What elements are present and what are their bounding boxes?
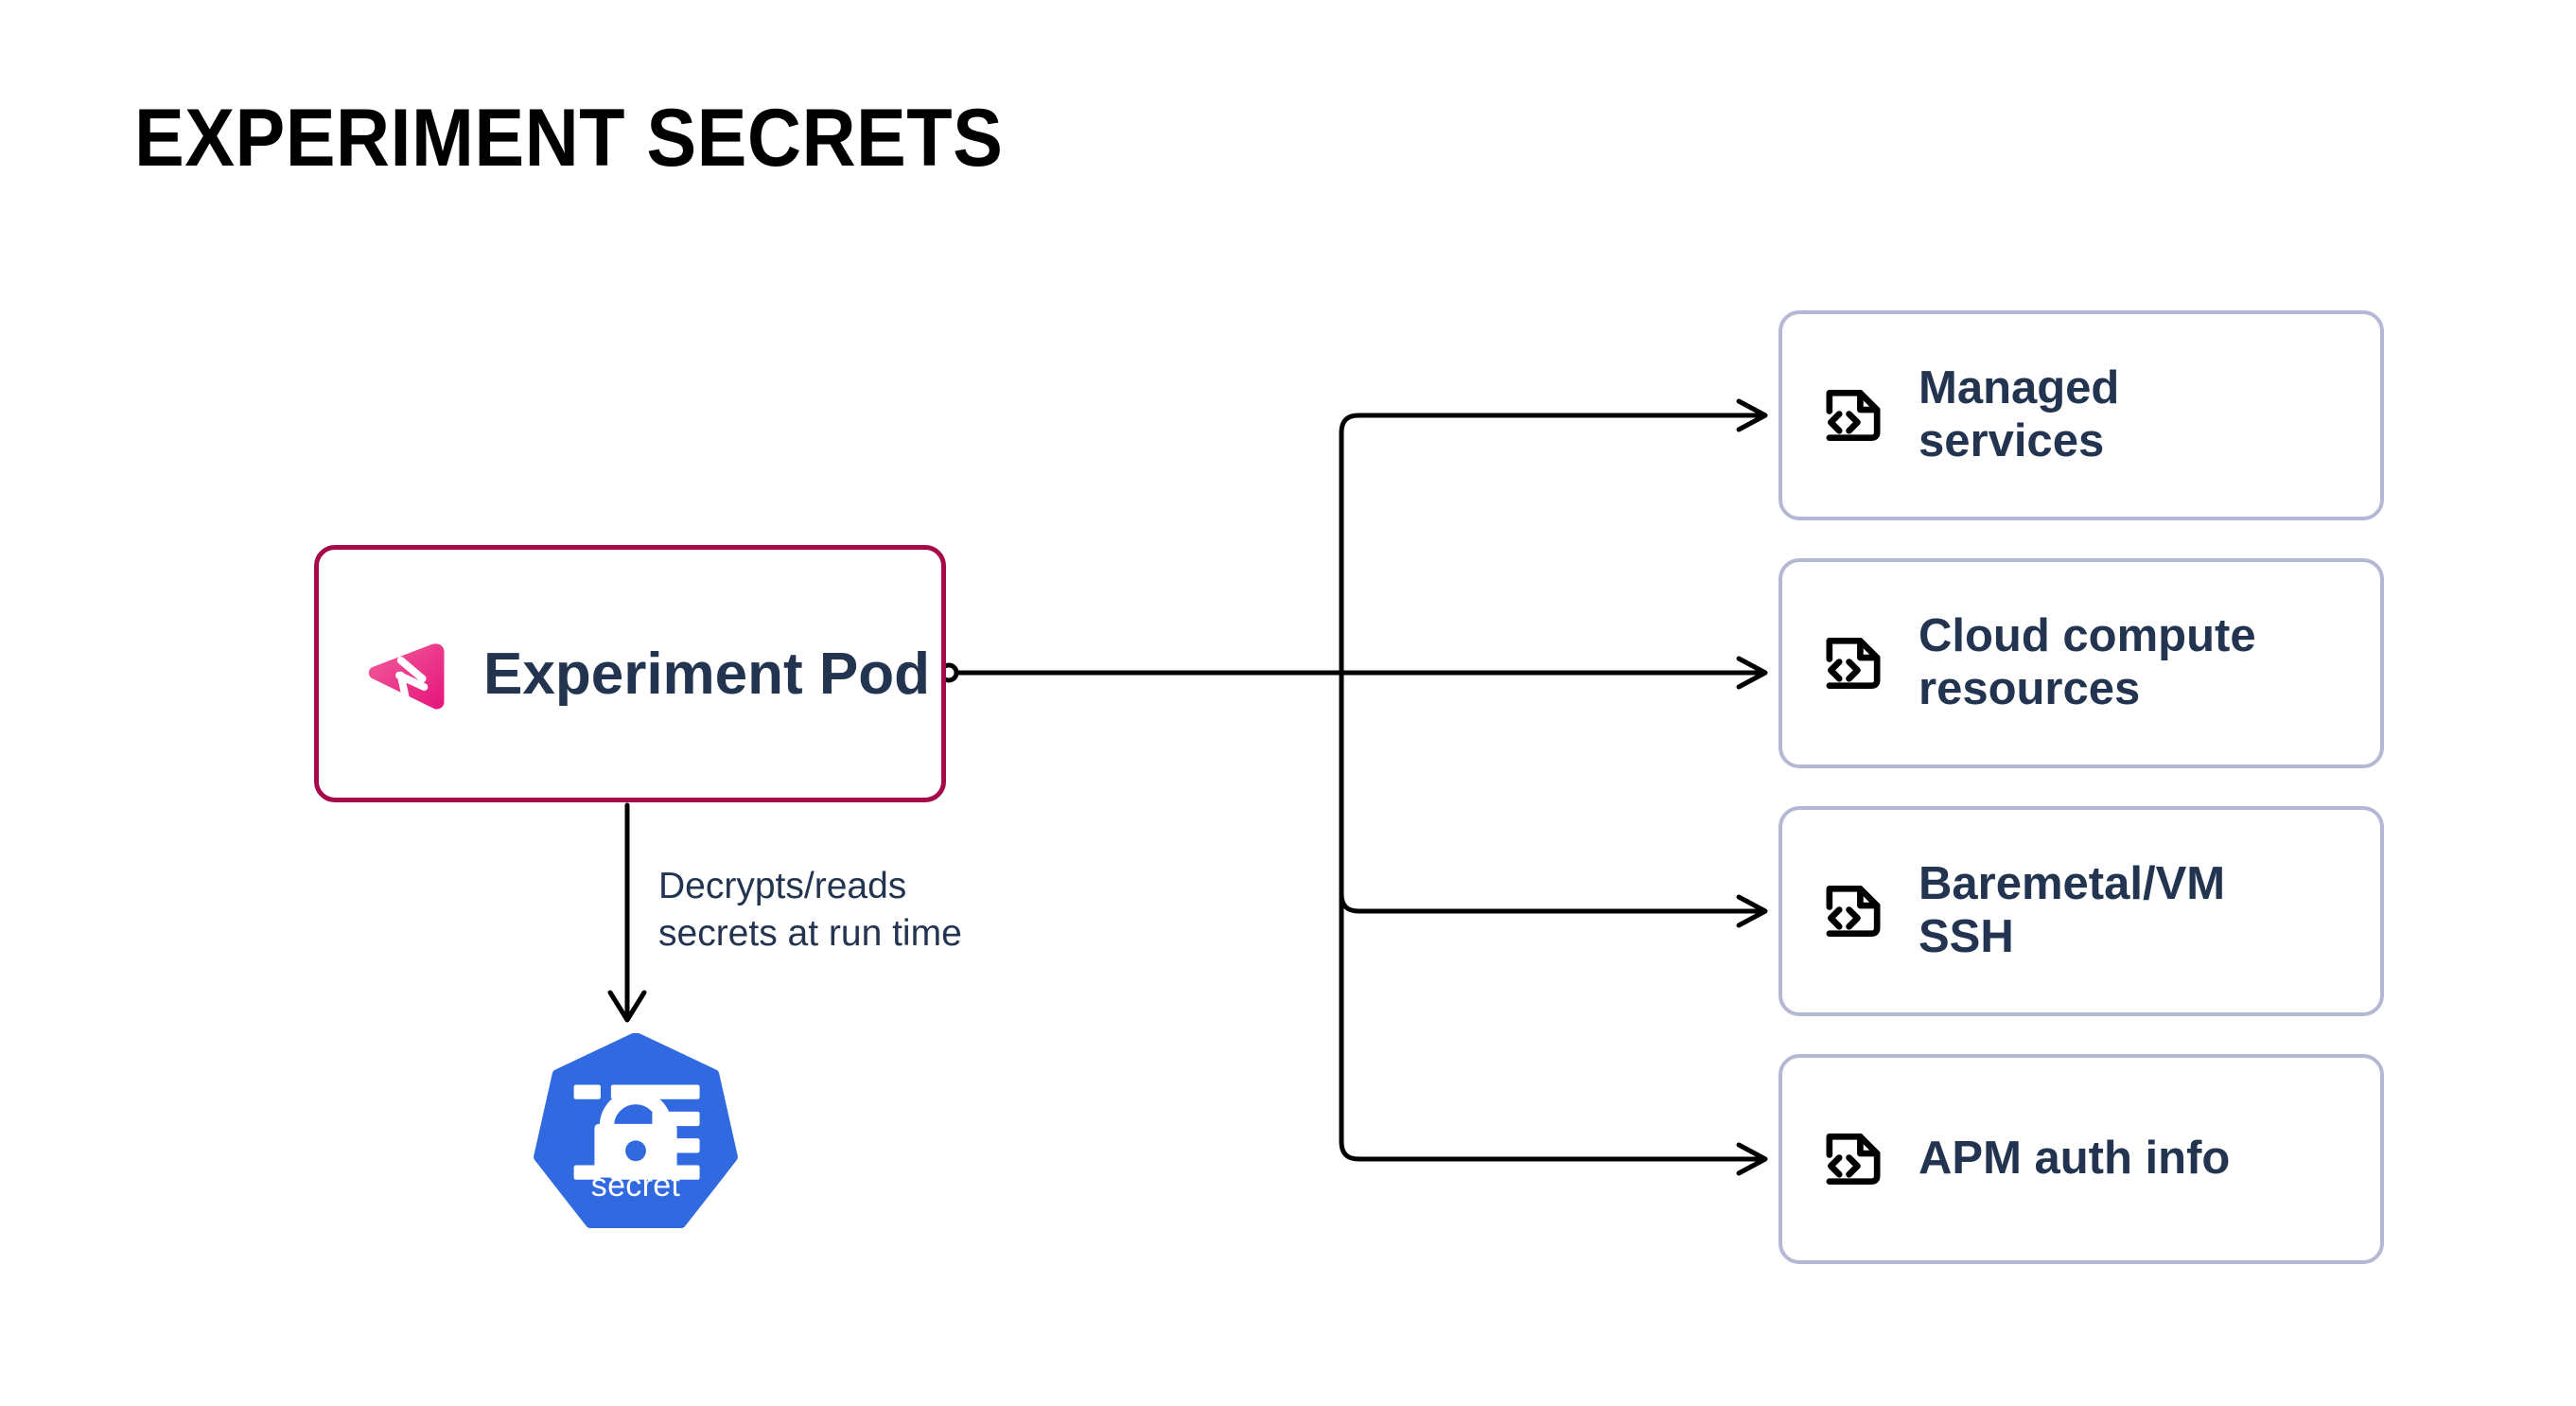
code-file-icon [1826,637,1881,690]
target-card-label: Baremetal/VM SSH [1919,858,2225,964]
target-card-label-line-1: Cloud compute [1919,610,2256,662]
edge-label-decrypts-reads: Decrypts/reads secrets at run time [658,863,1056,958]
page-title: EXPERIMENT SECRETS [134,93,1004,184]
code-file-icon [1826,389,1881,442]
target-card-label-line-1: Baremetal/VM [1919,858,2226,910]
target-card-label-line-2: services [1919,415,2105,466]
arrowhead-secret [607,990,647,1023]
kubernetes-secret-label: secret [590,1168,681,1204]
target-card-apm-auth-info[interactable]: APM auth info [1779,1054,2384,1264]
target-card-label-line-1: Managed [1919,362,2120,414]
gremlin-logo-icon [368,643,445,710]
target-card-baremetal-vm-ssh[interactable]: Baremetal/VM SSH [1779,806,2384,1016]
edge-label-line-1: Decrypts/reads [658,866,907,906]
target-card-label: Managed services [1919,362,2119,468]
target-card-label: Cloud compute resources [1919,610,2256,716]
target-card-cloud-compute-resources[interactable]: Cloud compute resources [1779,558,2384,768]
edge-spine-up [1339,413,1764,676]
arrowhead-card-2 [1736,894,1768,928]
experiment-pod-node[interactable]: Experiment Pod [314,545,946,802]
target-card-label-line-2: SSH [1919,911,2014,962]
arrowhead-card-0 [1736,398,1768,432]
arrowhead-card-3 [1736,1142,1768,1176]
edge-label-line-2: secrets at run time [658,912,962,954]
target-card-label: APM auth info [1919,1133,2230,1186]
target-card-label-line-1: APM auth info [1919,1133,2231,1185]
kubernetes-secret-node[interactable]: secret [533,1033,739,1239]
edge-branch-3 [1339,670,1764,1162]
arrowhead-card-1 [1736,656,1768,690]
code-file-icon [1826,885,1881,938]
code-file-icon [1826,1133,1881,1186]
experiment-pod-label: Experiment Pod [483,641,930,707]
edge-branch-2 [1339,670,1764,914]
target-card-managed-services[interactable]: Managed services [1779,310,2384,520]
target-card-label-line-2: resources [1919,663,2141,714]
kubernetes-secret-icon [534,1033,738,1229]
